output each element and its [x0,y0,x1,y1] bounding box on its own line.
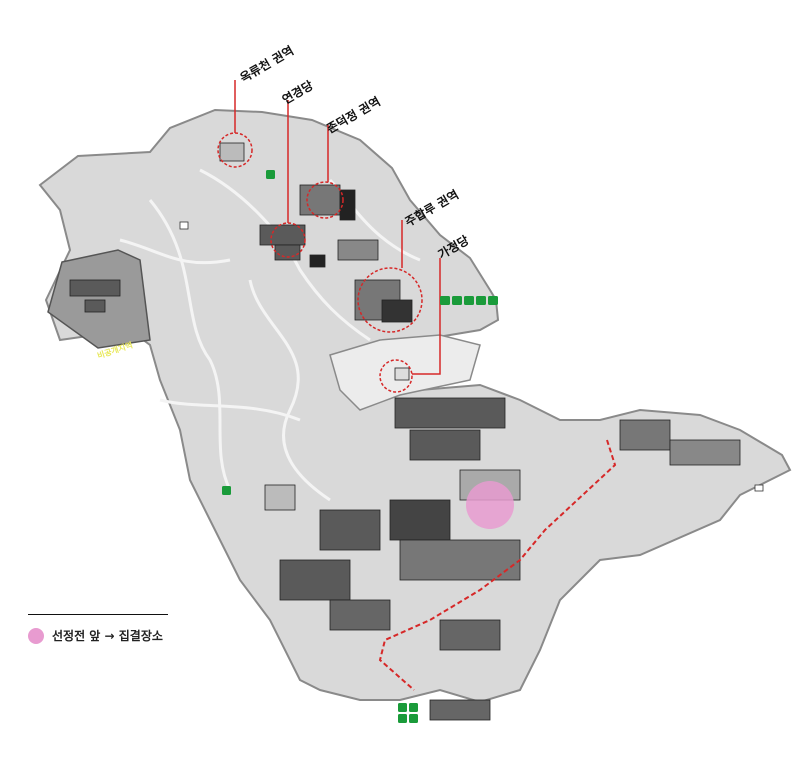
restricted-area [47,249,151,349]
assembly-point-swatch [28,627,44,644]
buildings [69,142,741,721]
info-icon [398,703,407,712]
accessible-icon [398,714,407,723]
info-icon [266,170,275,179]
label-jondeokjeong: 존덕정 권역 [324,93,383,136]
legend-row-assembly: 선정전 앞 → 집결장소 [28,627,168,644]
map-legend: 선정전 앞 → 집결장소 [28,614,168,644]
assembly-point-marker [466,481,514,529]
legend-assembly-text: 선정전 앞 → 집결장소 [52,629,163,643]
info-icon [222,486,231,495]
restroom-icon [409,703,418,712]
facility-icons [222,170,498,723]
drink-icon [476,296,486,305]
marker-jondeokjeong [306,181,344,219]
accessible-icon [488,296,498,305]
label-yeongyeongdang: 연경당 [279,77,315,107]
elevator-icon [464,296,474,305]
walking-paths [119,168,421,502]
marker-okryucheon [217,132,253,168]
legend-divider [28,614,168,615]
pavilion-icons [179,221,764,492]
accessible-icon [452,296,462,305]
area-markers [217,80,441,393]
marker-juhamnu [357,267,423,333]
marker-gajeongdang [379,359,413,393]
label-okryucheon: 옥류천 권역 [237,43,296,86]
restroom-icon [440,296,450,305]
marker-yeongyeongdang [270,222,306,258]
elevator-icon [409,714,418,723]
tour-route [378,439,617,691]
